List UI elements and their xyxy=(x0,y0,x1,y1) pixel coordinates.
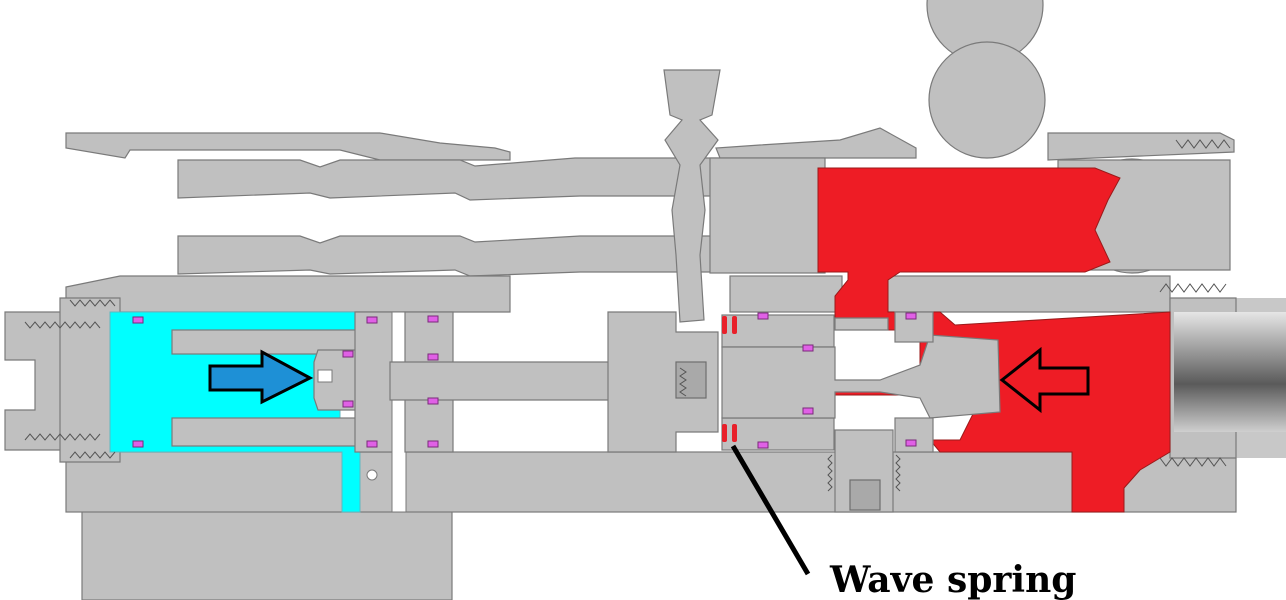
red-arrow xyxy=(999,346,1090,414)
inner-valve xyxy=(721,311,1001,513)
o-ring-seals xyxy=(132,312,917,449)
thread-top-right xyxy=(1175,139,1231,149)
blue-arrow xyxy=(208,349,314,405)
left-threads xyxy=(24,299,687,459)
wave-spring-label: Wave spring xyxy=(829,559,1076,600)
t-handle xyxy=(663,69,721,323)
wave-spring xyxy=(722,316,737,442)
right-threads xyxy=(1159,283,1227,467)
right-rod xyxy=(1174,312,1286,432)
wave-spring-leader-line xyxy=(730,444,811,576)
left-assembly xyxy=(4,297,719,513)
